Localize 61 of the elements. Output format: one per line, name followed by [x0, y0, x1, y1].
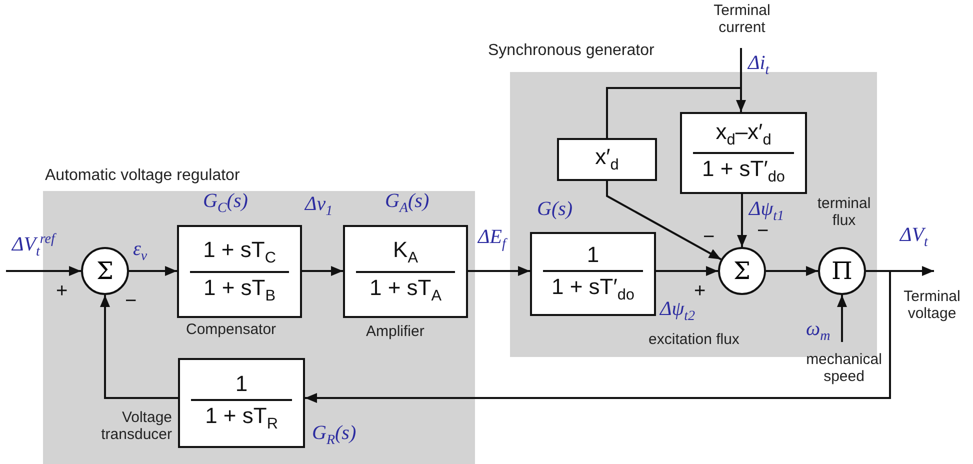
numerator: K$_{A}$	[393, 238, 418, 268]
numerator: x$_{d}$–x′$_{d}$	[716, 120, 772, 149]
denominator: 1 + sT$_{A}$	[369, 276, 442, 305]
signal-arrow	[305, 270, 891, 403]
transfer-function-block	[343, 225, 468, 318]
transfer-function-name: G$_{A}$(s)	[385, 190, 430, 217]
operator-symbol: Σ	[734, 257, 750, 285]
numerator: 1	[586, 243, 600, 268]
transfer-function-block	[557, 138, 657, 181]
numerator: 1 + sT$_{C}$	[203, 238, 276, 268]
operator-symbol: Σ	[96, 257, 114, 285]
signal-arrow	[837, 295, 847, 342]
annotation-text: Terminal voltage	[902, 289, 962, 322]
signal-arrow	[6, 266, 81, 276]
annotation-text: mechanical speed	[805, 352, 883, 385]
denominator: 1 + sT$_{B}$	[203, 276, 276, 305]
signal-arrow	[736, 48, 746, 112]
signal-arrow	[468, 266, 530, 276]
signal-arrow	[737, 194, 747, 247]
summing-junction	[81, 247, 129, 295]
panel-heading: Automatic voltage regulator	[45, 167, 240, 185]
transfer-function-name: G$_{R}$(s)	[312, 422, 356, 449]
sign-label: −	[125, 290, 137, 313]
transfer-function-block	[680, 112, 807, 194]
panel-heading: Synchronous generator	[488, 42, 654, 60]
signal-label: ΔE$_{f}$	[478, 226, 506, 253]
numerator: 1	[235, 372, 248, 396]
annotation-text: terminal flux	[816, 196, 872, 229]
signal-arrow	[302, 266, 343, 276]
signal-label: ΔV$_{t}$	[900, 224, 928, 251]
block-caption: Voltage transducer	[100, 410, 172, 443]
summing-junction	[718, 247, 766, 295]
operator-symbol: Π	[832, 257, 852, 285]
sign-label: −	[703, 226, 715, 249]
signal-label: ω$_{m}$	[806, 318, 830, 345]
annotation-text: Terminal current	[712, 3, 772, 36]
transfer-function-block	[178, 358, 305, 448]
transfer-function-name: G(s)	[537, 198, 573, 221]
block-caption: Compensator	[186, 322, 276, 338]
signal-label: Δv$_{1}$	[305, 193, 333, 220]
gain-expression: x′$_{d}$	[595, 144, 619, 174]
transfer-function-block	[177, 225, 302, 318]
transfer-function-block	[530, 232, 656, 316]
block-caption: Amplifier	[366, 324, 424, 340]
denominator: 1 + sT′$_{do}$	[552, 275, 634, 305]
signal-arrow	[606, 181, 722, 260]
signal-label: ε$_{v}$	[133, 238, 148, 265]
sign-label: +	[56, 280, 68, 303]
sign-label: +	[694, 280, 706, 303]
multiplier-junction	[818, 247, 866, 295]
denominator: 1 + sT$_{R}$	[205, 404, 278, 434]
signal-label: Δψ$_{t2}$	[660, 298, 696, 325]
transfer-function-name: G$_{C}$(s)	[203, 190, 248, 217]
signal-arrow	[129, 266, 177, 276]
annotation-text: excitation flux	[648, 332, 740, 348]
signal-line	[606, 87, 741, 138]
signal-arrow	[766, 266, 818, 276]
signal-arrow	[100, 295, 178, 399]
denominator: 1 + sT′$_{do}$	[702, 157, 785, 186]
signal-arrow	[656, 266, 718, 276]
signal-label: Δi$_{t}$	[748, 52, 770, 79]
